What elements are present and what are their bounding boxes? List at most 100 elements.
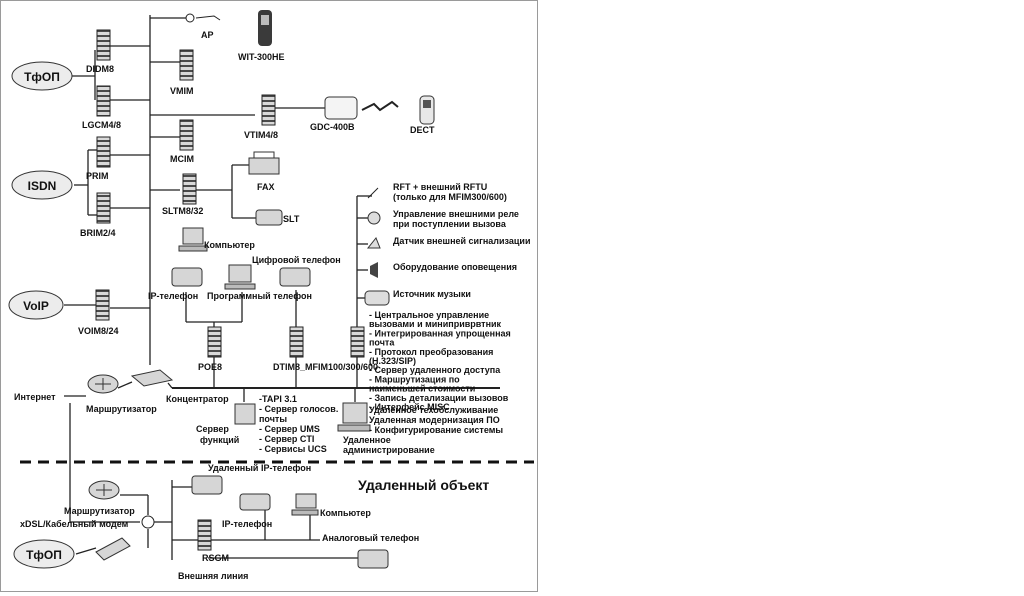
pstn-label: ТфОП xyxy=(24,70,60,84)
remote-service-1: Удаленная модернизация ПО xyxy=(369,415,500,425)
ip-phone-icon: IP-телефон xyxy=(148,267,203,301)
remote-ip-phone2-label: IP-телефон xyxy=(222,519,272,529)
module-rsgm: RSGM xyxy=(197,519,229,563)
speaker-icon xyxy=(370,262,378,278)
remote-service-2: - Конфигурирование системы xyxy=(369,425,503,435)
remote-site-title: Удаленный объект xyxy=(358,477,489,493)
module-prim: PRIM xyxy=(86,136,111,181)
mfim-feature-9: - Запись детализации вызовов xyxy=(369,393,509,403)
mcim-label: MCIM xyxy=(170,154,194,164)
mfim-peripheral-label: (только для MFIM300/600) xyxy=(393,192,507,202)
pstn-cloud: ТфОП xyxy=(11,61,73,91)
wit300he-label: WIT-300HE xyxy=(238,52,285,62)
fax-label: FAX xyxy=(257,182,275,192)
analog-phone-label: Аналоговый телефон xyxy=(322,533,419,543)
mfim-feature-1: вызовами и миниприврвтник xyxy=(369,319,502,329)
alarm-sensor-icon xyxy=(366,237,381,249)
mfim-peripheral-icons xyxy=(364,187,390,306)
vtim48-label: VTIM4/8 xyxy=(244,130,278,140)
isdn-label: ISDN xyxy=(28,179,57,193)
remote-router-label: Маршрутизатор xyxy=(64,506,135,516)
ip-phone-label: IP-телефон xyxy=(148,291,198,301)
prim-label: PRIM xyxy=(86,171,109,181)
server-feature-3: - Сервер UMS xyxy=(259,424,320,434)
hub-icon: Концентратор xyxy=(130,369,229,404)
voip-label: VoIP xyxy=(23,299,49,313)
wit300he-phone-icon: WIT-300HE xyxy=(238,10,285,62)
computer-label: Компьютер xyxy=(204,240,255,250)
module-sltm832: SLTM8/32 xyxy=(162,173,203,216)
mfim-peripheral-label: Датчик внешней сигнализации xyxy=(393,236,530,246)
mfim-feature-0: - Центральное управление xyxy=(369,310,489,320)
mfim-feature-7: - Маршрутизация по xyxy=(369,374,460,384)
remote-computer-label: Компьютер xyxy=(320,508,371,518)
vmim-label: VMIM xyxy=(170,86,194,96)
lgcm48-label: LGCM4/8 xyxy=(82,120,121,130)
internet-label: Интернет xyxy=(14,392,56,402)
remote-admin-label: Удаленное администрирование xyxy=(343,435,435,455)
mfim-peripheral-label: Управление внешними реле xyxy=(393,209,519,219)
remote-admin-monitor-icon xyxy=(337,402,371,432)
mfim-feature-3: почта xyxy=(369,338,395,348)
function-server-label: Сервер функций xyxy=(196,424,239,445)
access-point-icon: AP xyxy=(185,13,221,40)
router-icon: Маршрутизатор xyxy=(86,374,157,414)
sltm832-label: SLTM8/32 xyxy=(162,206,203,216)
ap-label: AP xyxy=(201,30,214,40)
junction-icon xyxy=(141,515,155,529)
mfim-feature-8: наименьшей стоимости xyxy=(369,384,475,394)
digital-phone-label: Цифровой телефон xyxy=(252,255,341,265)
module-voim824: VOIM8/24 xyxy=(78,289,119,336)
dtim8-mfim-label: DTIM8_MFIM100/300/600 xyxy=(273,362,378,372)
module-dtim8 xyxy=(289,326,304,358)
mfim-peripheral-label: Источник музыки xyxy=(393,289,471,299)
dect-phone-icon: DECT xyxy=(410,95,435,135)
software-phone-label: Программный телефон xyxy=(207,291,312,301)
server-feature-list: -TAPI 3.1- Сервер голосов. почты- Сервер… xyxy=(259,394,338,454)
server-feature-1: - Сервер голосов. xyxy=(259,404,338,414)
digital-phone-icon: Цифровой телефон xyxy=(252,255,341,287)
software-phone-icon: Программный телефон xyxy=(207,264,312,301)
music-source-icon xyxy=(364,290,390,306)
voip-cloud: VoIP xyxy=(8,290,64,320)
mfim-feature-list: - Центральное управление вызовами и мини… xyxy=(369,310,511,412)
slt-phone-icon: SLT xyxy=(255,209,300,226)
computer-icon: Компьютер xyxy=(178,227,255,252)
router-label: Маршрутизатор xyxy=(86,404,157,414)
mfim-feature-5: (H.323/SIP) xyxy=(369,356,416,366)
external-line-label: Внешняя линия xyxy=(178,571,248,581)
module-mfim xyxy=(350,326,365,358)
remote-router-icon xyxy=(88,480,120,500)
analog-phone-icon xyxy=(357,549,389,569)
brim24-label: BRIM2/4 xyxy=(80,228,116,238)
mfim-peripheral-label: Оборудование оповещения xyxy=(393,262,517,272)
pstn-remote-label: ТфОП xyxy=(26,548,62,562)
mfim-feature-4: - Протокол преобразования xyxy=(369,347,493,357)
mfim-peripheral-labels: RFT + внешний RFTU(только для MFIM300/60… xyxy=(393,182,530,299)
module-vtim48: VTIM4/8 xyxy=(244,94,278,140)
gdc400b-base-icon: GDC-400B xyxy=(310,96,358,132)
module-brim24: BRIM2/4 xyxy=(80,192,116,238)
mfim-peripheral-label: RFT + внешний RFTU xyxy=(393,182,487,192)
server-feature-5: - Сервисы UCS xyxy=(259,444,327,454)
rsgm-label: RSGM xyxy=(202,553,229,563)
fax-icon: FAX xyxy=(248,151,280,192)
function-server-icon xyxy=(234,403,256,425)
mfim-peripheral-label: при поступлении вызова xyxy=(393,219,507,229)
gdc400b-label: GDC-400B xyxy=(310,122,355,132)
isdn-cloud: ISDN xyxy=(11,170,73,200)
hub-label: Концентратор xyxy=(166,394,229,404)
remote-ip-phone-label: Удаленный IP-телефон xyxy=(208,463,311,473)
diagram-frame xyxy=(0,0,538,592)
mfim-feature-6: - Сервер удаленного доступа xyxy=(369,365,501,375)
remote-computer-icon: Компьютер xyxy=(291,493,371,518)
remote-ip-phone2-icon: IP-телефон xyxy=(222,493,272,529)
didm8-label: DIDM8 xyxy=(86,64,114,74)
wireless-link-icon xyxy=(361,100,399,112)
modem-icon xyxy=(95,537,131,561)
slt-label: SLT xyxy=(283,214,300,224)
voim824-label: VOIM8/24 xyxy=(78,326,119,336)
rft-switch-icon xyxy=(367,187,379,199)
module-didm8: DIDM8 xyxy=(86,29,114,74)
